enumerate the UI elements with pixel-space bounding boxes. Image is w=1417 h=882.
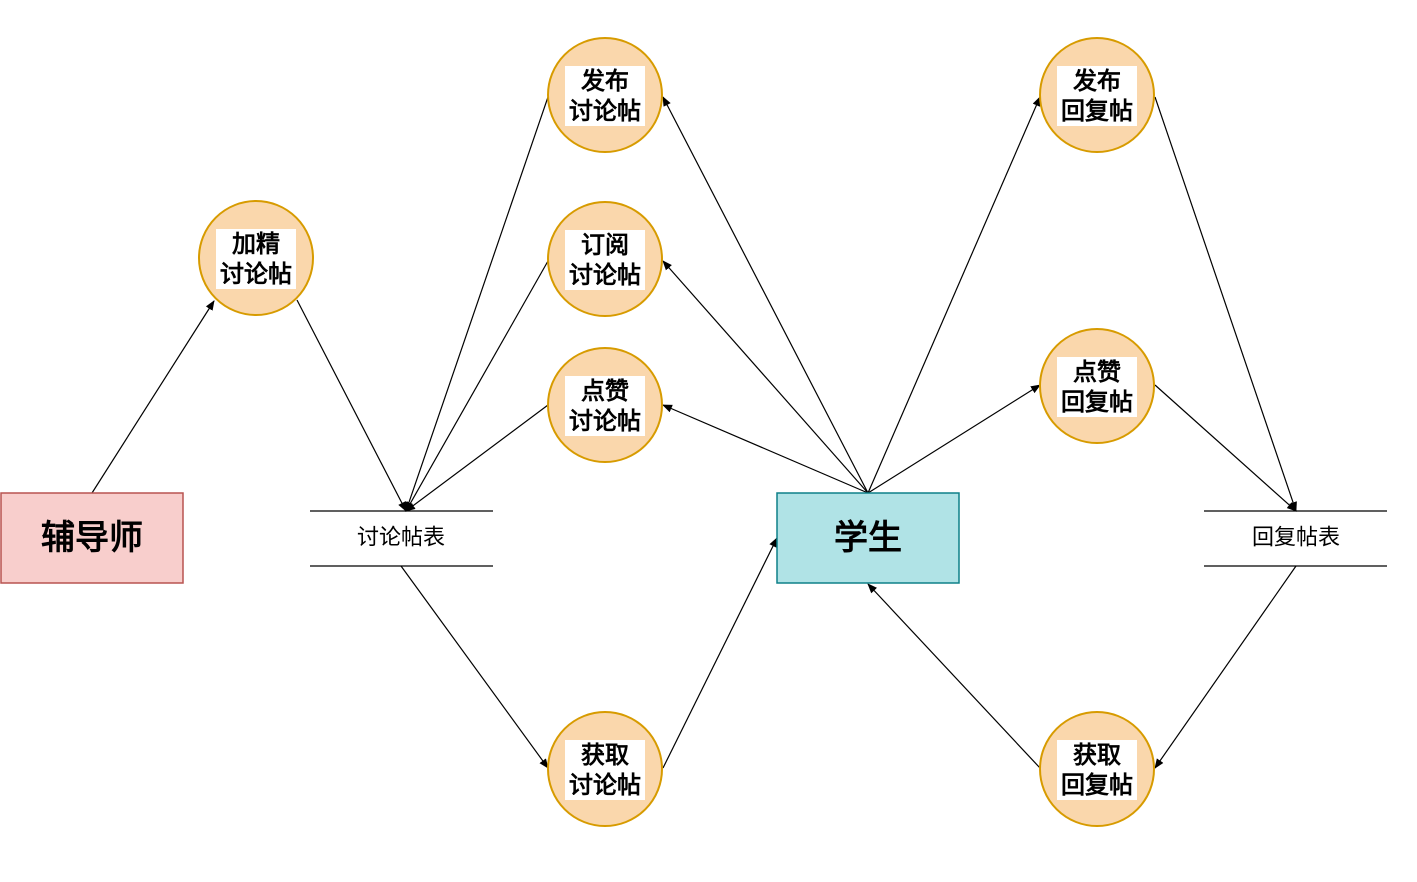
edges <box>91 96 1297 769</box>
process-like-post-line2: 讨论帖 <box>569 407 641 435</box>
process-get-reply-line2: 回复帖 <box>1061 771 1133 799</box>
student-entity: 学生 <box>776 492 960 584</box>
edge-subscribe-post-to-post-table <box>405 260 549 512</box>
tutor-label: 辅导师 <box>41 518 143 558</box>
process-like-post: 点赞 讨论帖 <box>547 347 663 463</box>
tutor-entity: 辅导师 <box>0 492 184 584</box>
edge-publish-reply-to-reply-table <box>1154 96 1297 512</box>
edge-get-reply-to-student <box>867 583 1041 769</box>
process-subscribe-post-line2: 讨论帖 <box>569 261 641 289</box>
edge-reply-table-to-get-reply <box>1154 565 1297 769</box>
process-subscribe-post: 订阅 讨论帖 <box>547 201 663 317</box>
process-feature-post-line1: 加精 <box>232 230 280 258</box>
edge-tutor-to-feature <box>91 300 215 494</box>
process-like-reply-line1: 点赞 <box>1073 358 1121 386</box>
process-get-post-line2: 讨论帖 <box>569 771 641 799</box>
edge-student-to-publish-post <box>662 96 869 494</box>
edge-get-post-to-student <box>662 537 778 769</box>
student-label: 学生 <box>834 518 902 558</box>
process-publish-post-line2: 讨论帖 <box>569 97 641 125</box>
edge-student-to-like-reply <box>867 384 1041 494</box>
process-get-reply-line1: 获取 <box>1073 741 1121 769</box>
post-table-store: 讨论帖表 <box>310 510 493 567</box>
process-publish-reply-line1: 发布 <box>1072 67 1121 95</box>
edge-student-to-publish-reply <box>867 96 1041 494</box>
reply-table-store: 回复帖表 <box>1204 510 1387 567</box>
process-publish-post-line1: 发布 <box>580 67 629 95</box>
process-get-post-line1: 获取 <box>581 741 629 769</box>
process-publish-post: 发布 讨论帖 <box>547 37 663 153</box>
edge-like-reply-to-reply-table <box>1154 384 1297 512</box>
reply-table-label: 回复帖表 <box>1252 526 1340 551</box>
process-like-post-line1: 点赞 <box>581 377 629 405</box>
process-feature-post-line2: 讨论帖 <box>220 260 292 288</box>
edge-feature-to-post-table <box>296 299 407 512</box>
process-get-reply: 获取 回复帖 <box>1039 711 1155 827</box>
process-get-post: 获取 讨论帖 <box>547 711 663 827</box>
edge-publish-post-to-post-table <box>405 96 549 512</box>
process-like-reply-line2: 回复帖 <box>1061 388 1133 416</box>
edge-post-table-to-get-post <box>400 565 549 769</box>
process-subscribe-post-line1: 订阅 <box>581 231 629 259</box>
edge-like-post-to-post-table <box>405 404 549 512</box>
process-publish-reply-line2: 回复帖 <box>1061 97 1133 125</box>
post-table-label: 讨论帖表 <box>357 526 445 551</box>
process-publish-reply: 发布 回复帖 <box>1039 37 1155 153</box>
process-like-reply: 点赞 回复帖 <box>1039 328 1155 444</box>
process-feature-post: 加精 讨论帖 <box>198 200 314 316</box>
edge-student-to-like-post <box>662 404 869 494</box>
edge-student-to-subscribe-post <box>662 260 869 494</box>
